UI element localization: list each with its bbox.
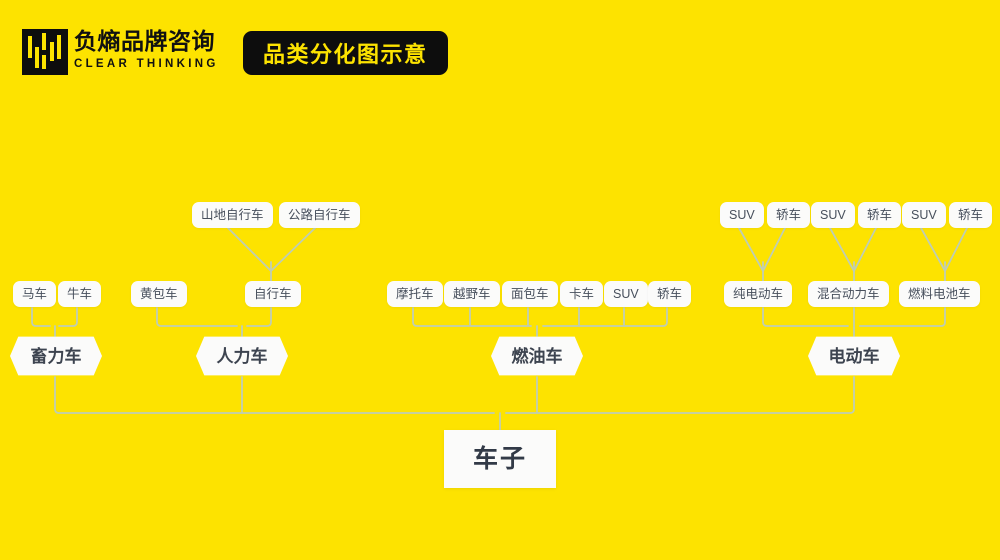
node-fuel-cell[interactable]: 燃料电池车 — [899, 281, 980, 307]
node-mountain-bike[interactable]: 山地自行车 — [192, 202, 273, 228]
node-ev-suv-3[interactable]: SUV — [902, 202, 946, 228]
candlestick-bars-logo-icon — [22, 29, 68, 75]
node-offroad[interactable]: 越野车 — [444, 281, 500, 307]
page-title: 品类分化图示意 — [263, 42, 428, 67]
node-label: 畜力车 — [30, 346, 82, 366]
node-label: 摩托车 — [396, 286, 434, 301]
node-fuel-vehicle[interactable]: 燃油车 — [491, 336, 583, 376]
node-label: 面包车 — [511, 286, 549, 301]
node-ox-cart[interactable]: 牛车 — [58, 281, 102, 307]
node-ev-sedan-3[interactable]: 轿车 — [949, 202, 993, 228]
node-label: 自行车 — [254, 286, 292, 301]
node-label: 燃料电池车 — [908, 286, 971, 301]
node-road-bike[interactable]: 公路自行车 — [279, 202, 360, 228]
node-label: 马车 — [22, 286, 48, 301]
node-bicycle[interactable]: 自行车 — [245, 281, 301, 307]
node-label: 牛车 — [67, 286, 93, 301]
node-ev-sedan-1[interactable]: 轿车 — [767, 202, 811, 228]
node-label: SUV — [613, 286, 639, 301]
node-human-power[interactable]: 人力车 — [196, 336, 288, 376]
brand-name-cn: 负熵品牌咨询 — [74, 28, 215, 54]
node-label: 车子 — [472, 444, 527, 473]
node-label: 山地自行车 — [201, 207, 264, 222]
node-ev-suv-1[interactable]: SUV — [720, 202, 764, 228]
node-truck[interactable]: 卡车 — [560, 281, 604, 307]
node-hybrid[interactable]: 混合动力车 — [808, 281, 889, 307]
node-label: 越野车 — [453, 286, 491, 301]
node-label: 公路自行车 — [288, 207, 351, 222]
node-label: 黄包车 — [140, 286, 178, 301]
node-label: 轿车 — [867, 207, 893, 222]
node-horse-cart[interactable]: 马车 — [13, 281, 57, 307]
node-ev-sedan-2[interactable]: 轿车 — [858, 202, 902, 228]
node-pure-ev[interactable]: 纯电动车 — [724, 281, 793, 307]
node-label: 燃油车 — [511, 346, 563, 366]
node-label: 混合动力车 — [817, 286, 880, 301]
node-label: SUV — [820, 207, 846, 222]
page-title-pill: 品类分化图示意 — [243, 31, 448, 75]
node-rickshaw[interactable]: 黄包车 — [131, 281, 187, 307]
node-label: SUV — [911, 207, 937, 222]
node-label: 人力车 — [216, 346, 268, 366]
node-label: 电动车 — [828, 346, 880, 366]
node-label: 轿车 — [958, 207, 984, 222]
node-electric-vehicle[interactable]: 电动车 — [808, 336, 900, 376]
brand-name-en: CLEAR THINKING — [74, 58, 219, 70]
node-van[interactable]: 面包车 — [502, 281, 558, 307]
node-ev-suv-2[interactable]: SUV — [811, 202, 855, 228]
node-label: SUV — [729, 207, 755, 222]
node-root-vehicle[interactable]: 车子 — [444, 430, 556, 488]
node-animal-power[interactable]: 畜力车 — [10, 336, 102, 376]
node-sedan[interactable]: 轿车 — [648, 281, 692, 307]
node-label: 卡车 — [569, 286, 595, 301]
header: 负熵品牌咨询 CLEAR THINKING 品类分化图示意 — [0, 0, 1000, 100]
node-suv[interactable]: SUV — [604, 281, 648, 307]
node-label: 轿车 — [657, 286, 683, 301]
node-motorcycle[interactable]: 摩托车 — [387, 281, 443, 307]
brand-lockup: 负熵品牌咨询 CLEAR THINKING — [74, 28, 234, 72]
node-label: 纯电动车 — [733, 286, 784, 301]
node-label: 轿车 — [776, 207, 802, 222]
